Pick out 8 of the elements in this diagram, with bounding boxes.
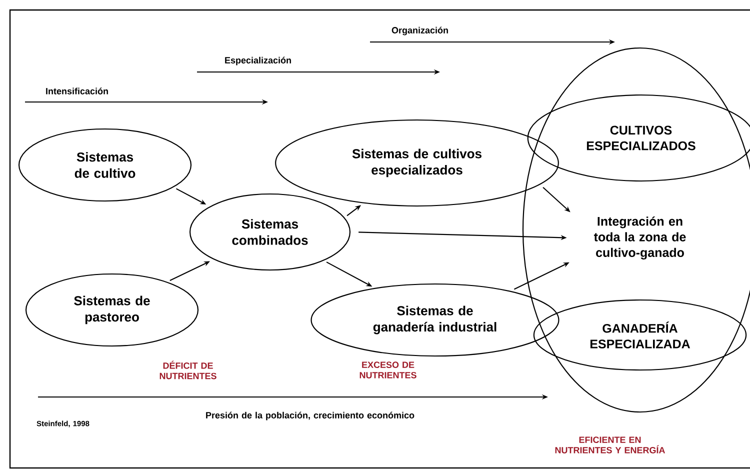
label: Organización xyxy=(392,26,448,36)
label: Intensificación xyxy=(46,88,108,94)
label: Especialización xyxy=(225,56,291,66)
note-text: EFICIENTE EN NUTRIENTES Y ENERGÍA xyxy=(555,436,665,454)
note-text: DÉFICIT DE NUTRIENTES xyxy=(160,360,216,380)
ellipse-box: GANADERÍA ESPECIALIZADA xyxy=(533,299,747,371)
node-text: Integración en toda la zona de cultivo-ganado xyxy=(594,216,686,260)
label: Presión de la población, crecimiento económico xyxy=(206,412,414,420)
